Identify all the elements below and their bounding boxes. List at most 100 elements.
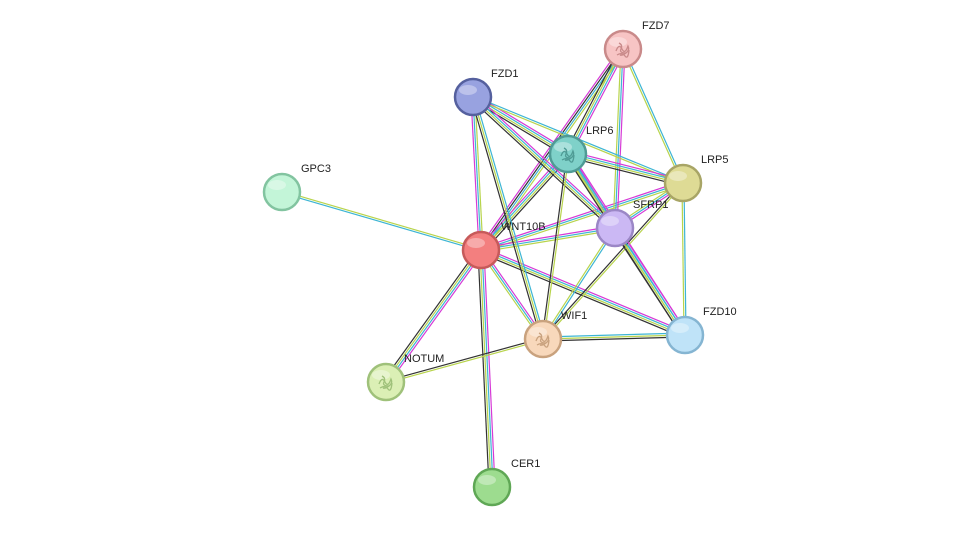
edge-strand-coexpression: [564, 47, 621, 153]
node-circle[interactable]: [548, 134, 588, 174]
node-label: FZD1: [491, 68, 519, 80]
edge-wnt10b-notum[interactable]: [383, 247, 484, 385]
node-circle[interactable]: [595, 208, 635, 248]
node-circle[interactable]: [453, 77, 493, 117]
edge-strand-database: [473, 95, 617, 228]
edge-lrp6-lrp5[interactable]: [567, 150, 684, 187]
node-highlight: [671, 323, 689, 333]
node-label: SFRP1: [633, 199, 668, 211]
node-label: CER1: [511, 458, 540, 470]
node-cer1[interactable]: CER1: [472, 458, 540, 507]
edge-fzd7-sfrp1[interactable]: [612, 48, 626, 229]
edge-strand-coexpression: [541, 153, 568, 339]
node-label: LRP5: [701, 154, 729, 166]
edge-strand-textmining: [566, 48, 623, 154]
node-sfrp1[interactable]: SFRP1: [595, 199, 668, 248]
edge-strand-textmining: [384, 249, 481, 382]
edge-strand-textmining: [471, 97, 615, 230]
edge-strand-database: [386, 250, 483, 383]
node-circle[interactable]: [603, 29, 643, 69]
node-highlight: [478, 475, 496, 485]
edge-fzd7-lrp6[interactable]: [564, 47, 627, 156]
edge-strand-experimental: [474, 94, 618, 227]
node-highlight: [669, 171, 687, 181]
edge-strand-textmining: [541, 227, 615, 339]
network-edges: [281, 46, 689, 488]
edge-strand-database: [481, 248, 686, 335]
edge-fzd7-lrp5[interactable]: [621, 48, 685, 184]
edge-wif1-notum[interactable]: [385, 337, 544, 384]
edge-strand-database: [568, 49, 625, 155]
node-notum[interactable]: NOTUM: [366, 353, 444, 402]
node-circle[interactable]: [472, 467, 512, 507]
edge-strand-experimental: [478, 46, 622, 249]
node-highlight: [554, 142, 572, 152]
edge-strand-coexpression: [477, 250, 490, 488]
edge-strand-textmining: [481, 184, 684, 253]
edge-strand-experimental: [617, 226, 689, 334]
edge-strand-coexpression: [470, 97, 542, 340]
node-gpc3[interactable]: GPC3: [262, 163, 331, 212]
node-label: WIF1: [561, 310, 587, 322]
edge-strand-database: [543, 228, 617, 340]
edge-strand-coexpression: [541, 181, 683, 339]
edge-lrp6-wif1[interactable]: [541, 153, 570, 340]
edge-sfrp1-fzd10[interactable]: [611, 226, 689, 337]
edge-wnt10b-fzd1[interactable]: [470, 96, 484, 251]
node-label: LRP6: [586, 125, 614, 137]
edge-strand-textmining: [386, 339, 544, 384]
node-highlight: [372, 370, 390, 380]
edge-strand-experimental: [568, 150, 684, 181]
edge-strand-database: [480, 182, 684, 251]
node-label: FZD7: [642, 20, 670, 32]
protein-structure-icon: [560, 147, 575, 163]
edge-strand-database: [623, 48, 685, 183]
edge-wnt10b-sfrp1[interactable]: [480, 225, 616, 253]
edge-strand-textmining: [612, 48, 622, 228]
edge-strand-textmining: [472, 96, 544, 340]
node-circle[interactable]: [665, 315, 705, 355]
edge-strand-database: [615, 227, 687, 335]
edge-lrp5-fzd10[interactable]: [681, 182, 687, 336]
node-circle[interactable]: [262, 172, 302, 212]
node-highlight: [609, 37, 627, 47]
edge-strand-experimental: [387, 251, 484, 385]
edge-strand-database: [472, 96, 482, 251]
edge-strand-textmining: [543, 154, 570, 340]
edge-wnt10b-cer1[interactable]: [477, 249, 496, 488]
edge-wnt10b-lrp5[interactable]: [480, 180, 684, 253]
edge-strand-textmining: [543, 183, 685, 341]
edge-strand-coexpression: [383, 247, 480, 381]
edge-fzd1-wif1[interactable]: [470, 96, 546, 340]
edge-strand-experimental: [480, 225, 615, 249]
node-lrp5[interactable]: LRP5: [663, 154, 729, 203]
node-label: FZD10: [703, 306, 737, 318]
edge-strand-coexpression: [611, 229, 683, 337]
node-fzd1[interactable]: FZD1: [453, 68, 519, 117]
edge-strand-coexpression: [470, 98, 614, 231]
edge-fzd1-sfrp1[interactable]: [470, 94, 618, 231]
edge-strand-coexpression: [385, 337, 543, 382]
node-label: WNT10B: [501, 221, 546, 233]
edge-lrp5-wif1[interactable]: [541, 181, 685, 341]
node-lrp6[interactable]: LRP6: [548, 125, 614, 174]
edge-wnt10b-gpc3[interactable]: [281, 190, 482, 252]
edge-wif1-fzd10[interactable]: [542, 332, 686, 342]
protein-structure-icon: [615, 42, 630, 58]
edge-strand-experimental: [570, 50, 627, 156]
node-circle[interactable]: [663, 163, 703, 203]
protein-structure-icon: [535, 332, 550, 348]
edge-sfrp1-wif1[interactable]: [541, 227, 617, 340]
edge-strand-experimental: [481, 246, 687, 333]
edge-strand-experimental: [470, 97, 480, 251]
node-circle[interactable]: [366, 362, 406, 402]
node-circle[interactable]: [461, 230, 501, 270]
edge-strand-database: [614, 48, 624, 229]
node-wif1[interactable]: WIF1: [523, 310, 587, 359]
node-fzd10[interactable]: FZD10: [665, 306, 737, 355]
node-circle[interactable]: [523, 319, 563, 359]
node-fzd7[interactable]: FZD7: [603, 20, 670, 69]
edge-strand-textmining: [282, 190, 482, 250]
node-wnt10b[interactable]: WNT10B: [461, 221, 546, 270]
